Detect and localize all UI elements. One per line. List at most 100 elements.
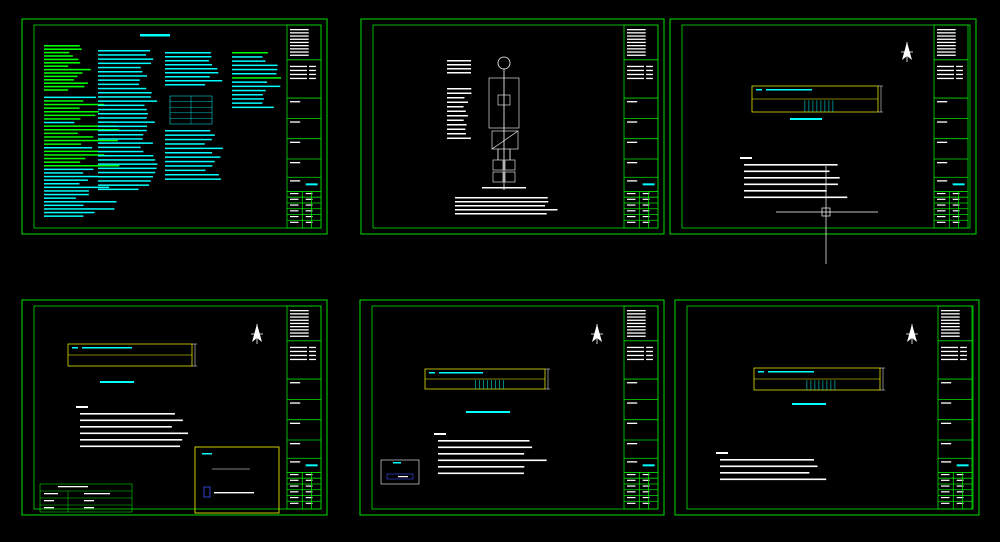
sheet-2 (360, 18, 665, 235)
title-block (623, 24, 659, 229)
panel-label (758, 371, 764, 373)
title-block (937, 305, 973, 510)
title-block-text (627, 121, 638, 123)
title-block-text (290, 192, 299, 195)
sheet-4 (21, 299, 328, 516)
title-block-text (627, 326, 646, 328)
note-line-cyan (98, 150, 144, 153)
title-block-text (627, 491, 636, 493)
title-block-text (642, 473, 650, 476)
title-block-text (937, 54, 956, 56)
title-block-text (290, 38, 309, 40)
title-block-text (290, 32, 309, 34)
note-line-cyan (165, 52, 211, 54)
note-line (455, 201, 549, 203)
legend-symbol (386, 473, 414, 480)
note-line-green (44, 107, 80, 109)
notes-heading (434, 433, 446, 435)
title-block-text (941, 319, 960, 321)
panel-label (429, 372, 435, 374)
note-line (720, 465, 818, 468)
statistics-table-text (44, 500, 54, 502)
title-block-text (941, 502, 950, 504)
title-block-text (309, 73, 316, 76)
title-block-text (290, 48, 309, 50)
note-line-cyan (232, 81, 268, 83)
sheet-outer-border (360, 18, 665, 235)
note-line-cyan (44, 183, 80, 185)
north-arrow-icon (901, 42, 913, 62)
notes-heading (716, 452, 728, 454)
north-arrow-icon (591, 324, 603, 344)
note-line-green (44, 118, 81, 120)
statistics-table-text (84, 507, 94, 509)
title-block-text (642, 221, 650, 223)
title-block-text (290, 41, 309, 44)
note-line-green (44, 121, 75, 124)
note-line-cyan (98, 184, 150, 186)
legend-frame (380, 459, 420, 485)
title-block-text (646, 354, 653, 357)
note-line-green (44, 157, 86, 160)
title-block-text (290, 354, 307, 357)
title-block-text (290, 402, 301, 404)
title-block-drawing-name (952, 183, 965, 186)
title-block-text (937, 192, 946, 195)
note-line-green (44, 51, 70, 54)
note-line-cyan (165, 174, 219, 176)
title-block-text (627, 322, 646, 325)
note-line-cyan (44, 186, 110, 189)
title-block-text (646, 65, 653, 68)
title-block-text (941, 354, 958, 357)
title-block-text (627, 192, 636, 195)
title-block-text (941, 402, 952, 404)
note-line-green (44, 45, 80, 47)
title-block-text (305, 491, 313, 493)
title-block-text (309, 69, 316, 72)
note-line-cyan (44, 215, 84, 217)
note-line-cyan (165, 130, 211, 132)
title-block-text (309, 77, 316, 80)
title-block-text (290, 54, 309, 56)
note-line-cyan (232, 98, 264, 100)
note-line-cyan (232, 102, 263, 104)
title-block-text (941, 382, 952, 384)
title-block-text (290, 69, 307, 72)
title-block-text (627, 319, 646, 321)
title-block-text (952, 198, 960, 200)
note-line-cyan (98, 83, 139, 86)
note-line-green (44, 161, 81, 163)
title-block-text (937, 69, 954, 72)
title-block-text (290, 332, 309, 334)
title-block-text (305, 473, 313, 476)
north-arrow-head (902, 42, 912, 60)
note-line-cyan (98, 62, 152, 65)
note-line-green (44, 72, 83, 74)
note-line (720, 478, 827, 481)
title-block-text (941, 473, 950, 476)
statistics-table-text (84, 493, 110, 495)
breaker-symbol (497, 94, 511, 106)
title-block-text (627, 198, 636, 200)
note-line (720, 472, 810, 474)
sheet-inner-border (371, 305, 659, 510)
note-line-green (44, 129, 119, 131)
panel-plan (67, 343, 197, 367)
note-line (455, 197, 548, 199)
note-line-cyan (232, 89, 266, 92)
title-block-text (305, 502, 313, 504)
note-line-cyan (44, 179, 88, 181)
note-line (455, 209, 558, 211)
title-block-text (646, 77, 653, 80)
title-block-text (627, 310, 646, 312)
title-block-text (290, 198, 299, 200)
legend-box (380, 459, 420, 485)
title-block-text (627, 180, 638, 182)
note-line-cyan (232, 73, 277, 75)
title-block-text (941, 358, 958, 361)
note-line-cyan (98, 167, 157, 170)
statistics-table-text (44, 493, 58, 495)
legend-line (447, 128, 466, 130)
note-line-cyan (98, 129, 147, 132)
